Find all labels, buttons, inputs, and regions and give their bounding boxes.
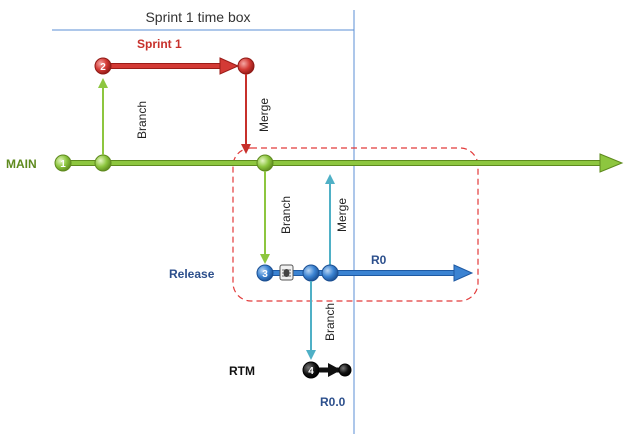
branch-to-sprint-label: Branch [135,101,149,139]
timebox-title: Sprint 1 time box [145,9,250,25]
rtm-r00-label: R0.0 [320,395,346,409]
merge-from-release-label: Merge [335,198,349,232]
release-node-rtm-branch [302,264,320,282]
main-node-1 [54,154,72,172]
main-arrowhead [599,153,624,173]
branch-to-rtm-label: Branch [323,303,337,341]
release-node-3 [256,264,274,282]
release-node-3-label: 3 [262,269,268,280]
release-r0-label: R0 [371,253,387,267]
release-label: Release [169,267,215,281]
merge-to-main-label: Merge [257,98,271,132]
main-node-1-label: 1 [60,159,66,170]
sprint-branch: Branch Sprint 1 2 Merge [94,37,271,155]
sprint-node-end [237,57,255,75]
sprint-node-2 [94,57,112,75]
bug-fix-icon [279,264,294,281]
sprint-timebox: Sprint 1 time box [52,9,355,434]
release-node-merge [321,264,339,282]
release-branch: Branch Merge Release R0 3 [169,171,474,282]
rtm-branch: Branch 4 RTM R0.0 [229,281,352,409]
rtm-node-4 [302,361,320,379]
sprint-label: Sprint 1 [137,37,182,51]
main-node-merge-point [256,154,274,172]
rtm-node-4-label: 4 [308,366,314,377]
rtm-arrowhead [328,363,341,377]
sprint-node-2-label: 2 [100,62,106,73]
main-branch: MAIN 1 [6,153,624,173]
main-node-branch-point [94,154,112,172]
main-label: MAIN [6,157,37,171]
branch-to-release-label: Branch [279,196,293,234]
rtm-node-end [338,363,352,377]
sprint-arrowhead [219,57,240,75]
release-arrowhead [453,264,474,282]
rtm-label: RTM [229,364,255,378]
release-highlight-box [232,147,479,302]
